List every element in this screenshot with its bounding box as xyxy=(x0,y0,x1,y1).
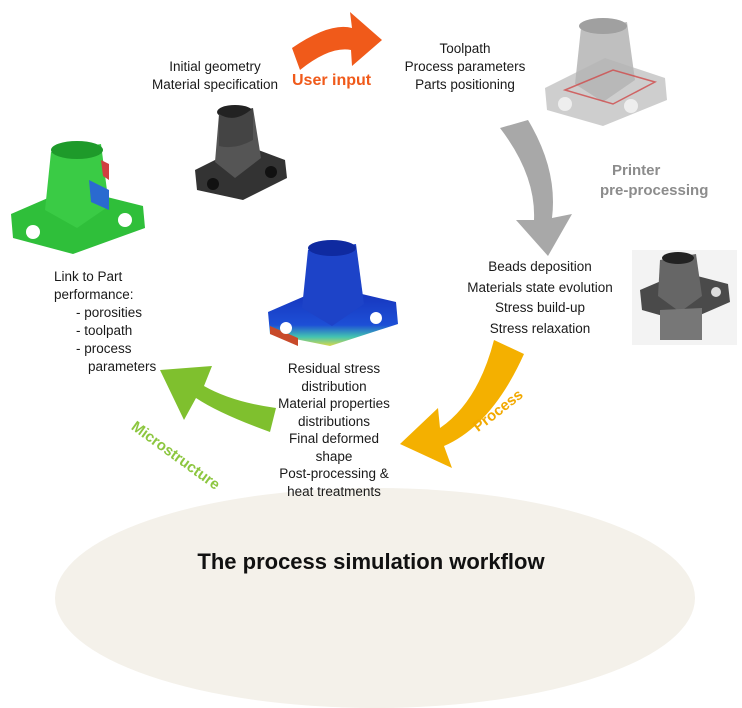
initial-line: Material specification xyxy=(151,77,279,92)
toolpath-line: Process parameters xyxy=(404,59,526,74)
arrows-layer xyxy=(160,12,572,468)
initial-block: Initial geometry Material specification xyxy=(140,58,290,94)
initial-geometry-part xyxy=(195,105,287,200)
beads-line: Materials state evolution xyxy=(467,279,613,295)
printer-arrow xyxy=(500,120,572,256)
residual-stress-part xyxy=(268,240,398,346)
printer-label-line2: pre-processing xyxy=(600,182,709,199)
process-arrow xyxy=(400,340,524,468)
link-heading: performance: xyxy=(54,287,134,302)
results-line: Residual stress xyxy=(287,361,381,376)
toolpath-block: Toolpath Process parameters Parts positi… xyxy=(385,40,545,94)
beads-block: Beads deposition Materials state evoluti… xyxy=(450,257,630,339)
beads-line: Stress build-up xyxy=(494,300,586,315)
link-block: Link to Part performance: - porosities -… xyxy=(54,268,156,376)
microstructure-arrow xyxy=(160,366,276,432)
results-line: heat treatments xyxy=(287,483,381,499)
link-item: - process xyxy=(76,341,132,356)
printer-label-line1: Printer xyxy=(612,162,661,179)
results-line: Post-processing & xyxy=(279,466,389,481)
results-line: distributions xyxy=(297,413,371,429)
results-line: Material properties xyxy=(278,396,390,411)
user-input-arrow xyxy=(292,12,382,70)
results-line: distribution xyxy=(301,378,367,394)
beads-line: Stress relaxation xyxy=(489,320,591,336)
link-item: - toolpath xyxy=(76,323,133,338)
beads-line: Beads deposition xyxy=(488,259,592,274)
printer-label: Printer pre-processing xyxy=(600,161,708,201)
link-item: - porosities xyxy=(76,305,143,320)
link-item: parameters xyxy=(88,359,157,374)
deposition-part xyxy=(632,250,737,345)
toolpath-part xyxy=(545,18,667,126)
results-line: shape xyxy=(315,448,353,464)
link-heading: Link to Part xyxy=(54,269,123,284)
results-block: Residual stress distribution Material pr… xyxy=(260,360,408,500)
performance-part xyxy=(11,141,145,254)
page-title: The process simulation workflow xyxy=(197,549,545,574)
workflow-diagram: User input Printer pre-processing Proces… xyxy=(11,12,737,708)
results-line: Final deformed xyxy=(288,431,380,446)
user-input-label: User input xyxy=(292,72,372,89)
toolpath-line: Parts positioning xyxy=(415,77,515,92)
initial-line: Initial geometry xyxy=(169,59,261,74)
toolpath-line: Toolpath xyxy=(439,41,491,56)
